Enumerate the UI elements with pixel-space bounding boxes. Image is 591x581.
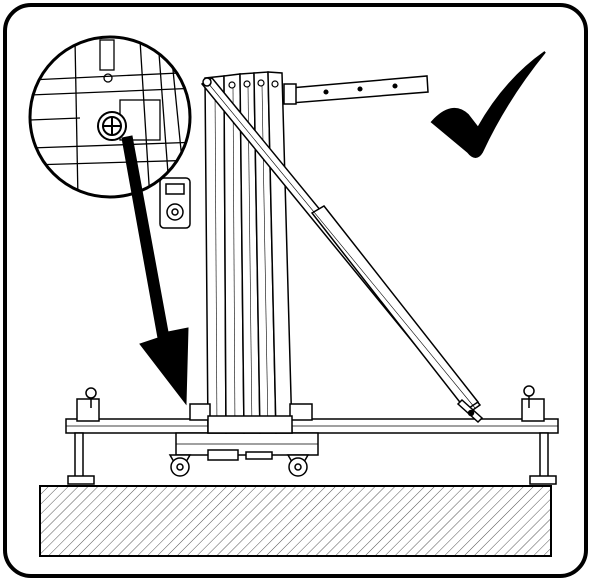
magnifier-circle (28, 35, 192, 199)
ground-slab (39, 485, 552, 557)
mast-foot-brackets (189, 403, 313, 434)
pointer-arrow (121, 135, 189, 406)
bolt-detail-icon (97, 111, 127, 141)
check-mark-icon (430, 51, 546, 158)
right-leveling-jack (521, 385, 557, 485)
winch (159, 177, 191, 229)
side-boom (283, 75, 429, 105)
outrigger-beam (65, 418, 559, 434)
left-leveling-jack (67, 387, 100, 485)
diagonal-brace (200, 77, 484, 424)
caster-wheels (168, 454, 310, 477)
